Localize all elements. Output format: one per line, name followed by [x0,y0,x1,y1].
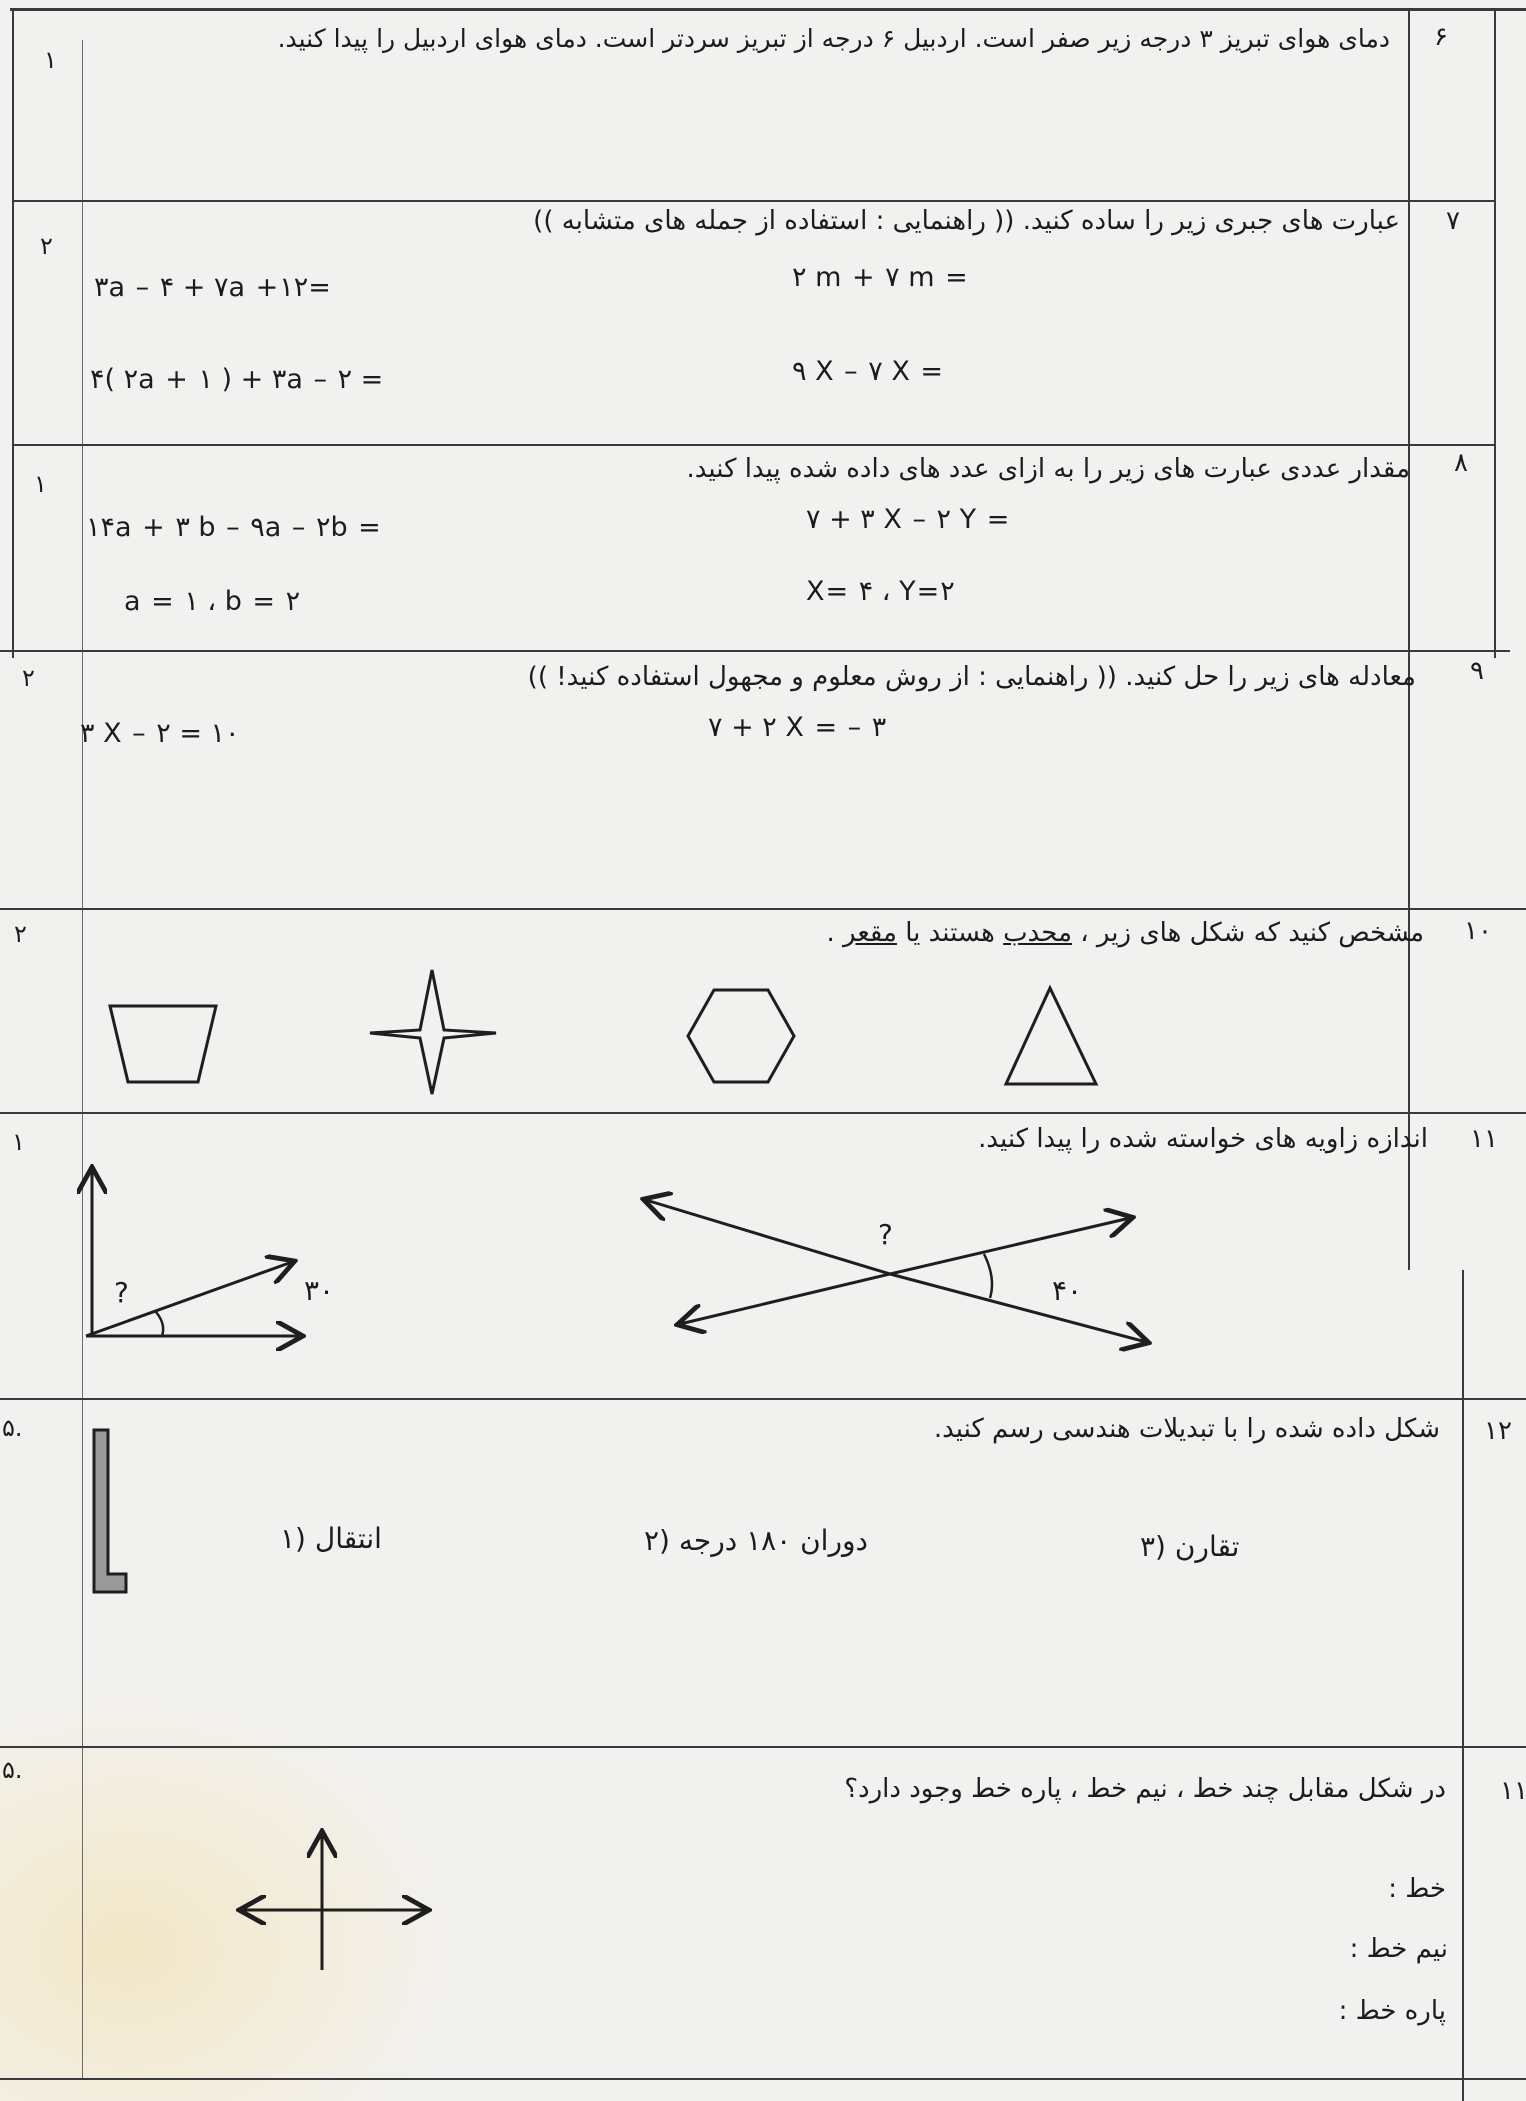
question-number: ۱۲ [1484,1416,1512,1446]
row-divider [12,200,1496,202]
question-text: مقدار عددی عبارت های زیر را به ازای عدد … [686,454,1411,484]
question-score: ۱ [44,46,57,74]
crossing-line [680,1272,891,1324]
row-divider [0,908,1526,910]
text-part: هستند یا [905,918,995,948]
table-left-border [12,8,14,658]
answer-label: خط : [1388,1874,1446,1904]
crossing-line [889,1272,1146,1342]
expression: a = ۱ ، b = ۲ [124,586,301,617]
crossing-line [889,1218,1130,1276]
answer-label: پاره خط : [1338,1996,1446,2026]
question-score: .۵ [2,1414,23,1442]
row-divider [12,444,1496,446]
question-score: ۱ [34,470,47,498]
angle-value-label: ۳۰ [304,1274,335,1307]
question-text: اندازه زاویه های خواسته شده را پیدا کنید… [978,1124,1428,1154]
question-number: ۷ [1446,206,1460,236]
hexagon-shape [686,988,796,1084]
text-part: مشخص کنید که شکل های زیر ، [1080,918,1424,948]
question-text: شکل داده شده را با تبدیلات هندسی رسم کنی… [933,1414,1440,1444]
expression: ۷ + ۳ X – ۲ Y = [806,504,1011,535]
question-score: .۵ [2,1756,23,1784]
number-column-divider-lower [1462,1270,1464,2101]
unknown-angle-label: ? [114,1276,129,1309]
table-top-border [10,8,1526,11]
crossing-line [646,1200,891,1276]
question-number: ۸ [1454,448,1468,478]
question-number: ۱۱ [1500,1776,1526,1806]
option-label: دوران ۱۸۰ درجه (۲ [644,1524,868,1557]
expression: ۷ + ۲ X = – ۳ [708,712,887,743]
shapes-figure [108,969,1099,1095]
question-score: ۱ [12,1128,25,1156]
angled-ray [85,1262,292,1338]
option-label: تقارن (۳ [1140,1530,1240,1563]
text-part: . [826,918,835,948]
triangle-shape [1003,984,1099,1086]
angle-arc [155,1311,165,1337]
concave-word: مقعر [842,918,897,948]
expression: ۳ X – ۲ = ۱۰ [80,718,240,749]
expression: ۲ m + ۷ m = [792,262,969,293]
question-text: عبارت های جبری زیر را ساده کنید. (( راهن… [533,206,1400,236]
question-text: مشخص کنید که شکل های زیر ، محدب هستند یا… [826,918,1424,948]
row-divider [0,2078,1526,2080]
expression: X= ۴ ، Y=۲ [806,576,955,607]
question-number: ۶ [1434,22,1448,52]
expression: ۹ X – ۷ X = [792,356,945,387]
question-number: ۱۰ [1464,916,1492,946]
unknown-angle-label: ? [878,1218,893,1251]
question-text: دمای هوای تبریز ۳ درجه زیر صفر است. اردب… [277,24,1390,53]
question-score: ۲ [40,232,53,260]
angle-arc [982,1253,994,1299]
angle-value-label: ۴۰ [1052,1274,1083,1307]
star-shape [369,969,497,1095]
row-divider [0,1112,1526,1114]
l-shape-icon [92,1428,128,1594]
row-divider [0,1398,1526,1400]
table-right-border [1494,8,1496,658]
trapezoid-shape [108,1004,218,1084]
l-shape-figure [92,1428,128,1594]
question-number: ۱۱ [1470,1124,1498,1154]
expression: ۱۴a + ۳ b – ۹a – ۲b = [86,512,382,543]
lines-figure [230,1820,440,1970]
question-text: در شکل مقابل چند خط ، نیم خط ، پاره خط و… [844,1774,1446,1804]
angles-figure [0,1140,1200,1360]
number-column-divider [1408,8,1410,1270]
expression: ۳a – ۴ + ۷a +۱۲= [94,272,331,303]
expression: ۴( ۲a + ۱ ) + ۳a – ۲ = [90,364,384,395]
row-divider [0,1746,1526,1748]
question-number: ۹ [1470,656,1484,686]
score-column-divider [82,40,83,2080]
question-score: ۲ [14,920,27,948]
convex-word: محدب [1003,918,1072,948]
answer-label: نیم خط : [1349,1934,1448,1964]
question-score: ۲ [22,664,35,692]
row-divider [0,650,1510,652]
option-label: انتقال (۱ [280,1522,382,1555]
question-text: معادله های زیر را حل کنید. (( راهنمایی :… [527,662,1416,692]
